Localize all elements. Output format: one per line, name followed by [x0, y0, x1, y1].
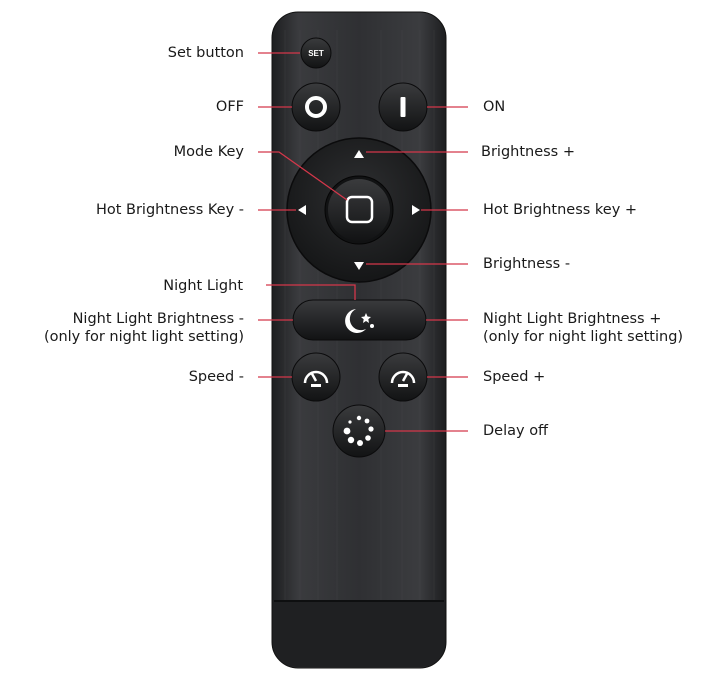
set-button-text: SET: [308, 49, 324, 58]
label-brightness-plus: Brightness +: [481, 144, 575, 160]
label-speed-minus: Speed -: [188, 369, 244, 385]
label-nl-plus-line1: Night Light Brightness +: [483, 311, 662, 327]
set-button[interactable]: SET: [300, 37, 332, 69]
label-delay-off: Delay off: [483, 423, 549, 439]
label-on: ON: [483, 99, 506, 115]
label-nl-plus-line2: (only for night light setting): [483, 329, 684, 345]
up-arrow-icon[interactable]: [354, 150, 364, 158]
label-set-button: Set button: [167, 45, 244, 61]
label-speed-plus: Speed +: [483, 369, 546, 385]
label-hot-brightness-plus: Hot Brightness key +: [483, 202, 638, 218]
night-light-button[interactable]: [292, 299, 427, 341]
speed-plus-button[interactable]: [378, 352, 428, 402]
label-hot-brightness-minus: Hot Brightness Key -: [95, 202, 244, 218]
mode-key[interactable]: [345, 195, 374, 224]
label-night-light-brightness-plus: Night Light Brightness + (only for night…: [483, 310, 683, 346]
label-nl-minus-line2: (only for night light setting): [43, 329, 244, 345]
delay-off-button[interactable]: [332, 404, 386, 458]
label-night-light: Night Light: [163, 278, 243, 294]
label-brightness-minus: Brightness -: [483, 256, 571, 272]
left-arrow-icon[interactable]: [298, 205, 306, 215]
moon-stars-icon: [345, 309, 374, 333]
label-night-light-brightness-minus: Night Light Brightness - (only for night…: [44, 310, 244, 346]
label-mode-key: Mode Key: [173, 144, 244, 160]
leader-lines: [258, 52, 468, 432]
label-nl-minus-line1: Night Light Brightness -: [72, 311, 244, 327]
right-arrow-icon[interactable]: [412, 205, 420, 215]
label-off: OFF: [215, 99, 244, 115]
speedometer-icon: [390, 370, 416, 387]
leader-mode: [258, 151, 348, 201]
dotted-circle-icon: [343, 415, 374, 446]
speed-minus-button[interactable]: [291, 352, 341, 402]
on-button[interactable]: [378, 82, 428, 132]
speedometer-icon: [303, 370, 329, 387]
direction-pad: [286, 137, 432, 283]
off-button[interactable]: [291, 82, 341, 132]
down-arrow-icon[interactable]: [354, 262, 364, 270]
leader-night-light: [266, 284, 356, 300]
